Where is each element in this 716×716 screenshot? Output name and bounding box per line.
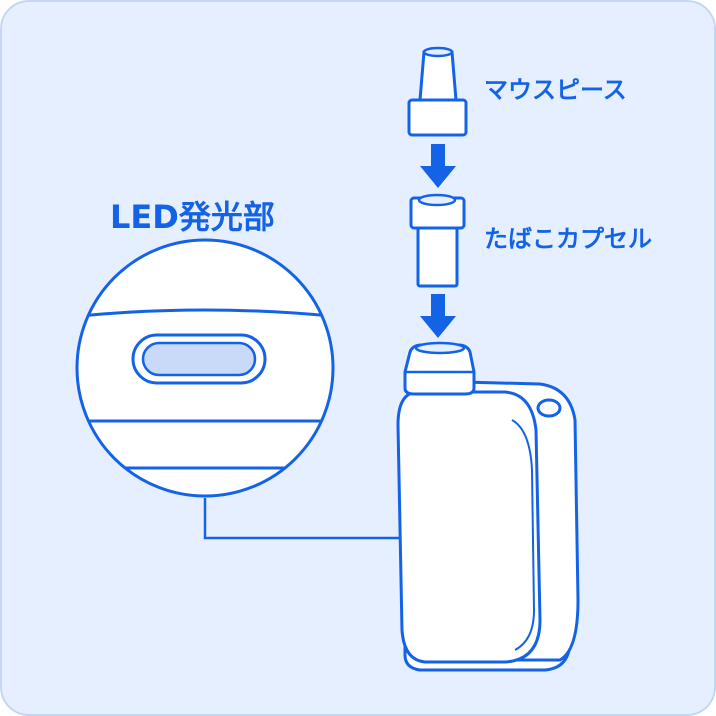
device-button	[536, 398, 562, 418]
capsule-label: たばこカプセル	[484, 225, 652, 253]
arrow-mouthpiece-to-capsule	[420, 144, 456, 188]
tobacco-capsule	[409, 193, 466, 288]
arrow-capsule-to-device	[420, 294, 456, 338]
device	[396, 341, 580, 672]
led-label: LED発光部	[110, 198, 275, 236]
leader-line	[203, 498, 400, 540]
mouthpiece-label: マウスピース	[484, 76, 627, 104]
mouthpiece	[407, 46, 468, 137]
led-magnifier	[75, 238, 335, 498]
